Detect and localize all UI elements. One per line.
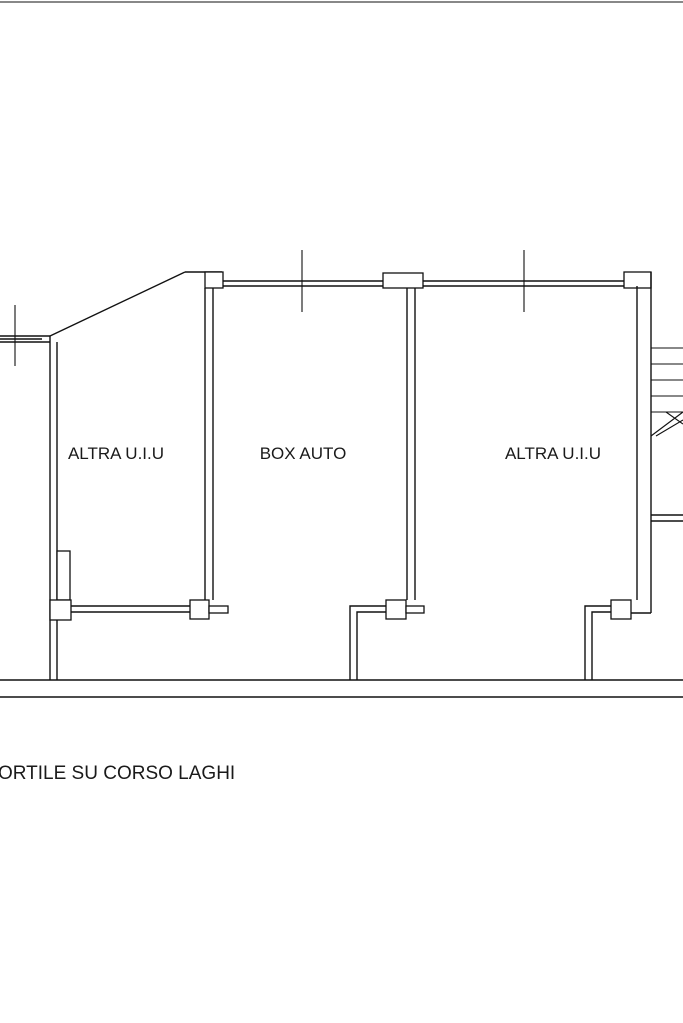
room-label-right: ALTRA U.I.U [505,444,601,463]
pillar [204,271,224,289]
room-label-left: ALTRA U.I.U [68,444,164,463]
right-unit-wall [584,272,652,680]
left-unit-bottom-wall [49,599,229,621]
top-wall [222,280,637,287]
courtyard-boundary [0,679,683,698]
partition-wall [204,288,214,600]
pillar [623,271,652,289]
stair [650,347,683,522]
pillar [382,272,424,289]
slanted-wall [0,271,222,343]
room-label-box: BOX AUTO [260,444,347,463]
left-unit-wall [49,336,71,680]
partition-wall [349,288,425,680]
courtyard-label: ORTILE SU CORSO LAGHI [0,763,235,784]
